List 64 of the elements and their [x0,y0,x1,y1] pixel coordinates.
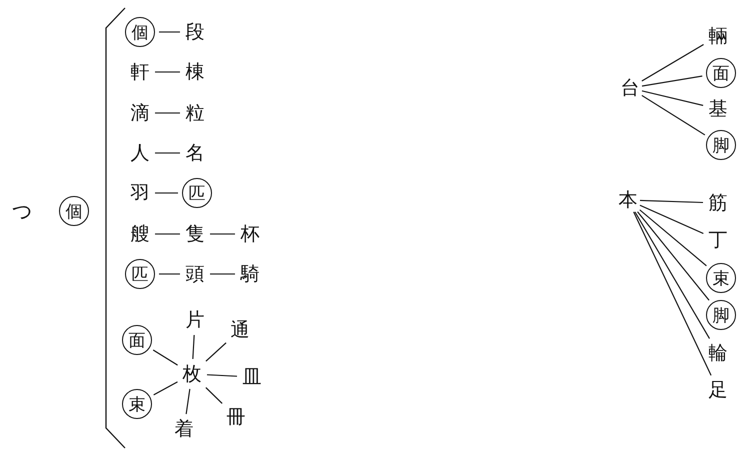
circled-kanji: 脚 [706,130,736,160]
connector-line [640,204,704,234]
kanji-label: 頭 [184,263,206,285]
kanji-label: 冊 [225,406,247,428]
circled-kanji: 匹 [182,178,212,208]
connector-line [206,342,226,362]
connector-line [155,71,180,73]
connector-line [155,233,180,235]
connector-line [206,374,238,377]
connector-line [640,200,704,204]
kanji-label: 粒 [184,102,206,124]
kanji-label: 軒 [129,61,151,83]
kana-label: つ [12,200,32,222]
kanji-label: 棟 [184,61,206,83]
circled-kanji: 束 [706,263,736,293]
kanji-label: 羽 [129,182,151,204]
circled-kanji: 脚 [706,300,736,330]
kanji-label: 隻 [184,223,206,245]
kanji-label: 通 [229,319,251,341]
kanji-label: 輛 [707,25,729,47]
circled-kanji: 個 [59,196,89,226]
connector-line [642,90,704,106]
connector-line [155,112,180,114]
kanji-label: 輪 [707,342,729,364]
connector-line [633,212,712,376]
connector-line [155,152,180,154]
kanji-label: 名 [184,142,206,164]
kanji-label: 艘 [129,223,151,245]
kanji-label: 皿 [241,366,263,388]
connector-line [634,212,710,339]
kanji-label: 段 [184,21,206,43]
kanji-label: 基 [707,98,729,120]
circled-kanji: 面 [122,325,152,355]
connector-line [155,192,178,194]
circled-kanji: 個 [125,17,155,47]
kanji-label: 滴 [129,102,151,124]
kanji-label: 人 [129,142,151,164]
kanji-label: 枚 [181,363,203,385]
connector-line [642,76,702,87]
connector-line [642,94,706,136]
kanji-label: 杯 [239,223,261,245]
kanji-label: 本 [617,189,639,211]
connector-line [642,44,704,82]
kanji-label: 台 [619,77,641,99]
connector-line [153,381,178,396]
kanji-label: 片 [184,309,206,331]
connector-line [210,233,235,235]
connector-line [210,273,235,275]
connector-line [186,388,190,414]
kanji-label: 足 [707,379,729,401]
connector-line [152,350,178,366]
connector-line [192,334,195,360]
connector-line [637,211,710,301]
kanji-label: 丁 [707,229,729,251]
connector-line [205,387,223,404]
connector-line [159,273,180,275]
connector-line [159,31,180,33]
kanji-label: 筋 [707,192,729,214]
circled-kanji: 束 [122,389,152,419]
circled-kanji: 面 [706,58,736,88]
circled-kanji: 匹 [125,259,155,289]
kanji-label: 着 [173,418,195,440]
kanji-label: 騎 [239,263,261,285]
connector-line [639,209,707,266]
